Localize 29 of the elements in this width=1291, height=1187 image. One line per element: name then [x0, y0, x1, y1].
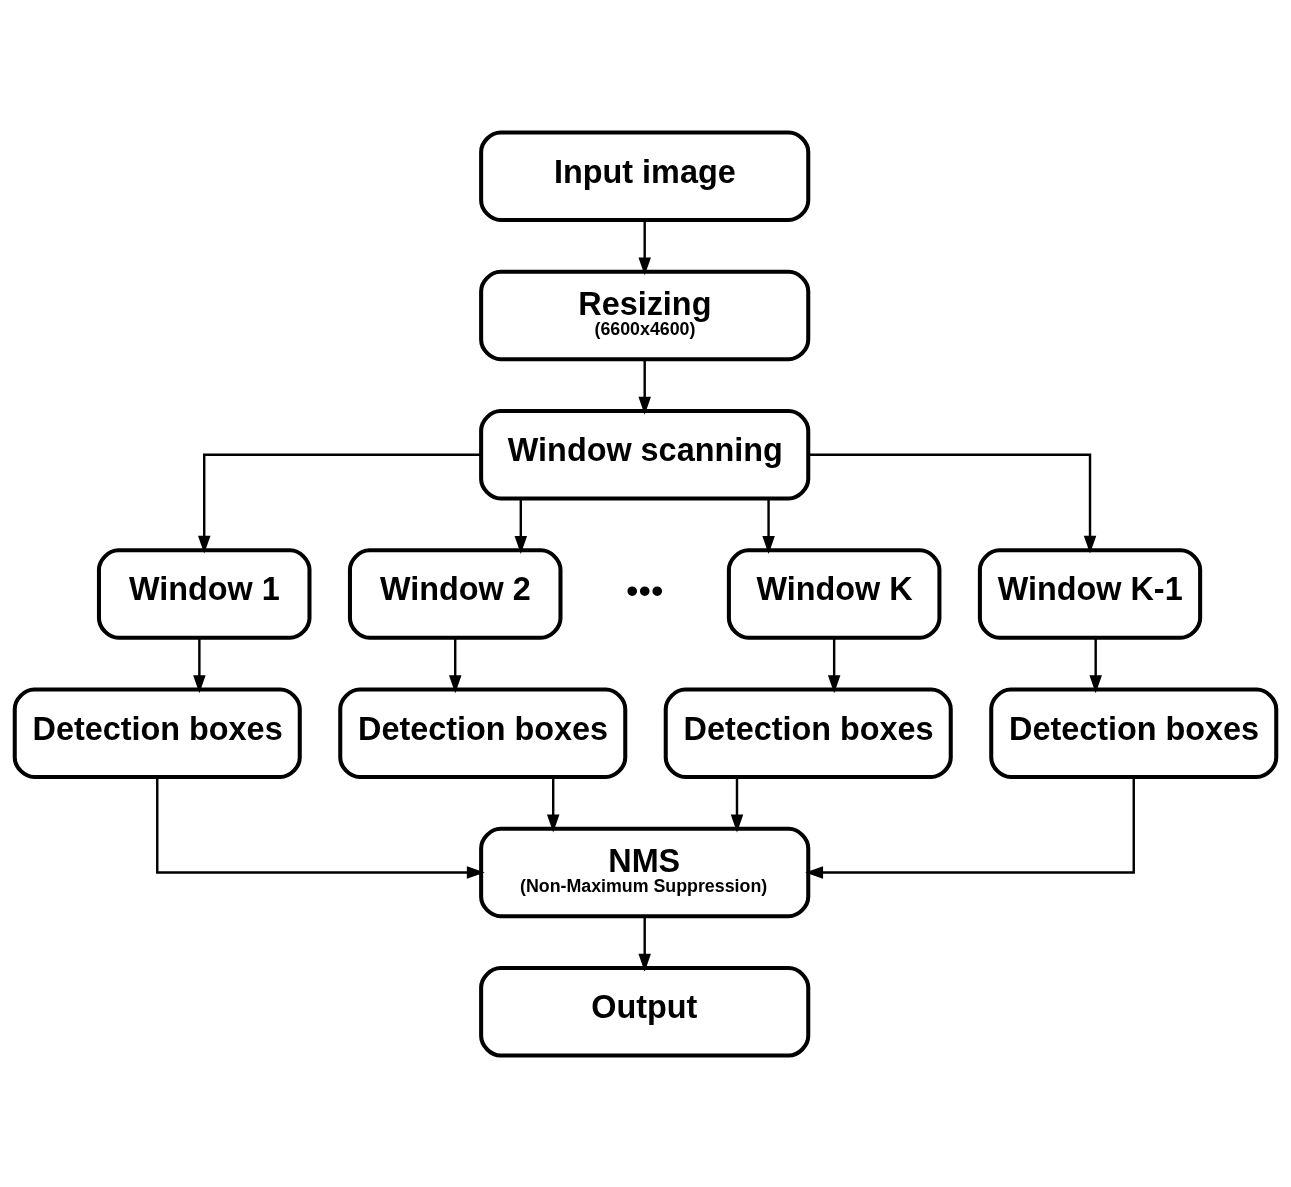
node-box: Window K [726, 547, 942, 640]
arrow [514, 498, 528, 554]
arrow [730, 776, 744, 832]
arrow [1089, 637, 1102, 693]
arrow [638, 219, 651, 275]
node-box: Window K-1 [977, 547, 1203, 640]
arrow [448, 637, 462, 693]
arrow [805, 776, 1135, 879]
node-box: Detection boxes [663, 687, 953, 779]
arrow [638, 359, 651, 415]
node-box: Resizing (6600x4600) [479, 269, 811, 361]
arrow [546, 776, 560, 832]
node-box: Window 2 [347, 547, 563, 640]
arrow [762, 498, 775, 554]
arrow [808, 453, 1097, 554]
node-box: Window scanning [479, 408, 811, 500]
node-box: Detection boxes [12, 687, 302, 779]
arrow [638, 916, 651, 972]
arrow [156, 776, 485, 879]
label: ••• [625, 570, 664, 611]
node-box: Detection boxes [989, 687, 1279, 779]
node-box: Detection boxes [338, 687, 628, 779]
node-box: Input image [479, 129, 811, 222]
node-box: NMS (Non-Maximum Suppression) [479, 826, 811, 918]
arrow [193, 637, 206, 693]
arrow [827, 637, 841, 693]
arrow [197, 453, 481, 554]
node-box: Output [479, 965, 811, 1058]
node-box: Window 1 [96, 547, 312, 640]
